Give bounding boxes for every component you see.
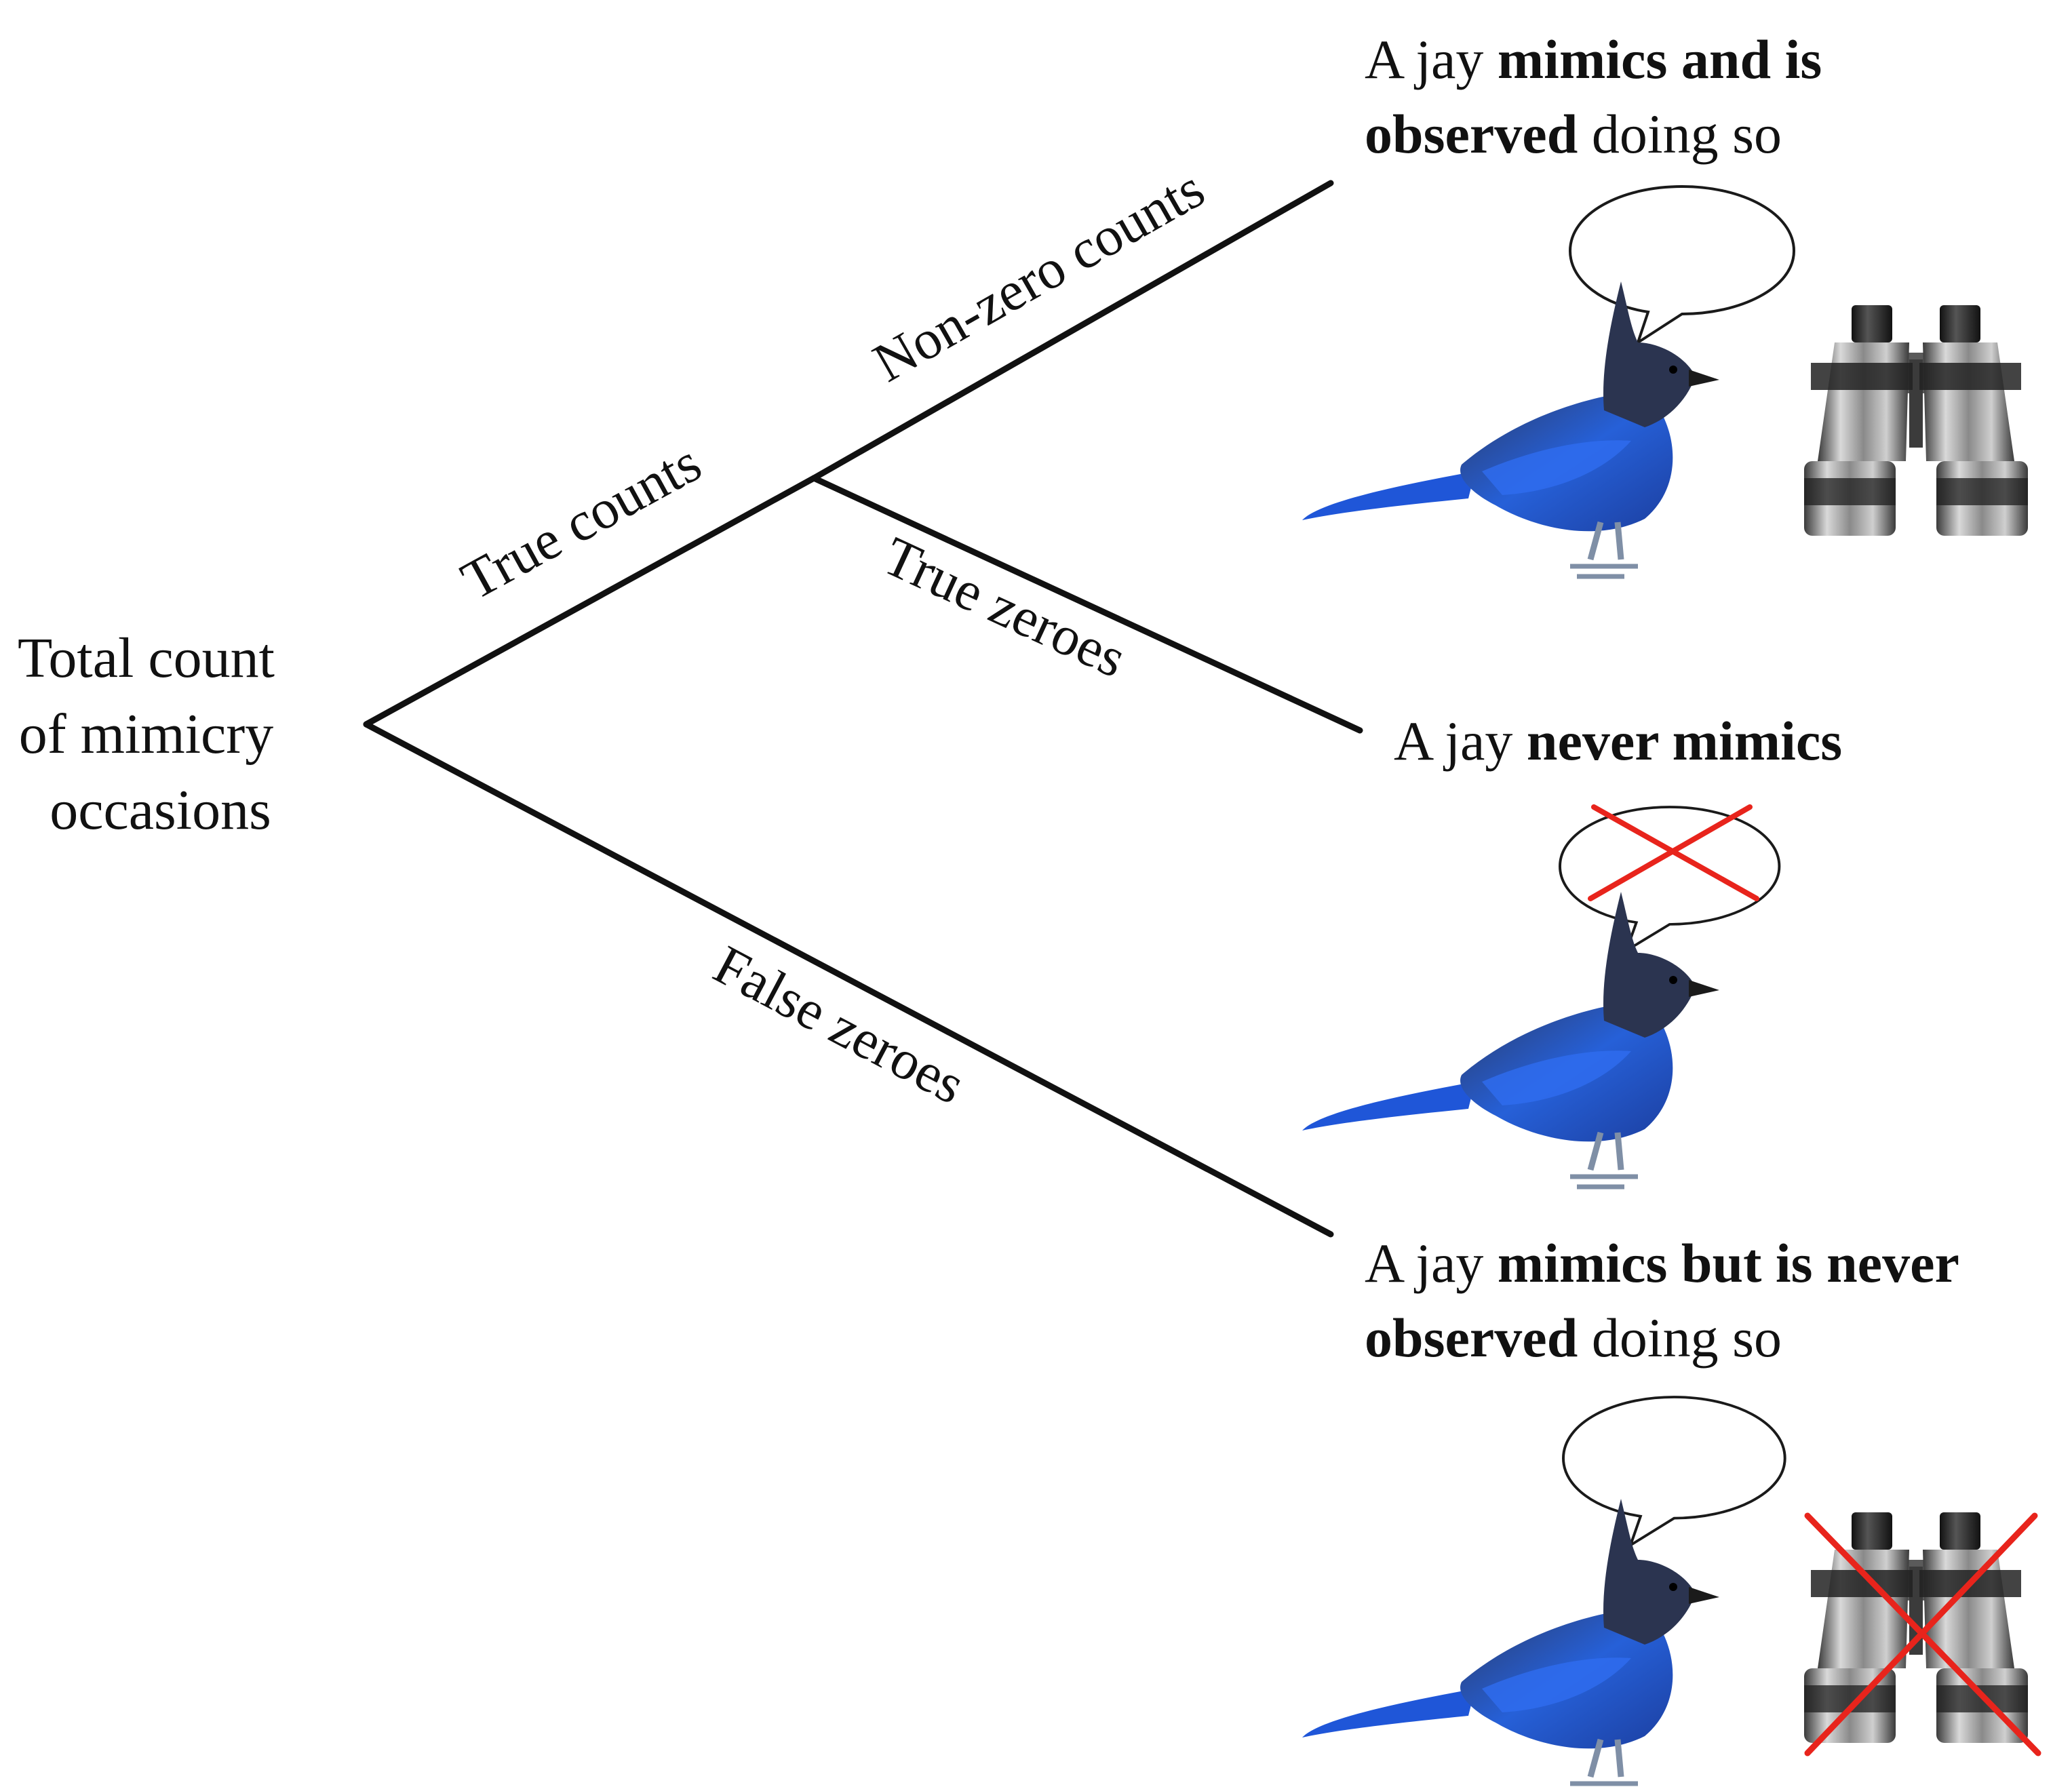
outcome-never-plain: A jay bbox=[1394, 710, 1527, 772]
outcome-unobserved-bold-2: observed bbox=[1365, 1307, 1578, 1369]
outcome-unobserved-plain-1: A jay bbox=[1365, 1232, 1498, 1294]
illustration-unobserved bbox=[1302, 1396, 2041, 1787]
outcome-observed-text: A jay mimics and is observed doing so bbox=[0, 0, 1892, 165]
outcome-never-mimics-text: A jay never mimics bbox=[0, 0, 1884, 772]
tree-lines bbox=[363, 180, 1363, 1238]
branch-true-zeroes bbox=[810, 475, 1363, 734]
red-cross-icon bbox=[1588, 804, 1759, 901]
label-non-zero-counts: Non-zero counts bbox=[863, 157, 1214, 394]
outcome-unobserved-text: A jay mimics but is never observed doing… bbox=[1365, 1232, 1959, 1369]
outcome-unobserved-bold-1: mimics but is never bbox=[1498, 1232, 1959, 1294]
root-label-line-3: occasions bbox=[50, 779, 271, 842]
root-label-line-1: Total count bbox=[18, 627, 275, 690]
outcome-observed-plain-2: doing so bbox=[1578, 103, 1782, 165]
binoculars-icon bbox=[1804, 305, 2028, 536]
label-true-counts: True counts bbox=[451, 431, 711, 612]
speech-bubble-icon bbox=[1562, 1396, 1786, 1547]
speech-bubble-icon bbox=[1569, 185, 1795, 344]
outcome-never-bold: never mimics bbox=[1527, 710, 1842, 772]
outcome-observed-plain-1: A jay bbox=[1365, 28, 1498, 90]
illustration-observed bbox=[1302, 185, 2028, 576]
branch-true-counts bbox=[363, 475, 817, 728]
branch-false-zeroes bbox=[363, 721, 1334, 1238]
steller-jay-icon bbox=[1302, 1499, 1719, 1787]
speech-bubble-icon bbox=[1559, 806, 1781, 952]
steller-jay-icon bbox=[1302, 892, 1719, 1187]
outcome-observed-bold-1: mimics and is bbox=[1498, 28, 1822, 90]
illustration-never-mimics bbox=[1302, 804, 1781, 1187]
branch-non-zero-counts bbox=[810, 180, 1334, 482]
root-label: Total count of mimicry occasions bbox=[0, 0, 346, 842]
red-cross-icon bbox=[1804, 1512, 2041, 1756]
root-label-line-2: of mimicry bbox=[19, 703, 274, 766]
outcome-unobserved-plain-2: doing so bbox=[1578, 1307, 1782, 1369]
outcome-observed-bold-2: observed bbox=[1365, 103, 1578, 165]
